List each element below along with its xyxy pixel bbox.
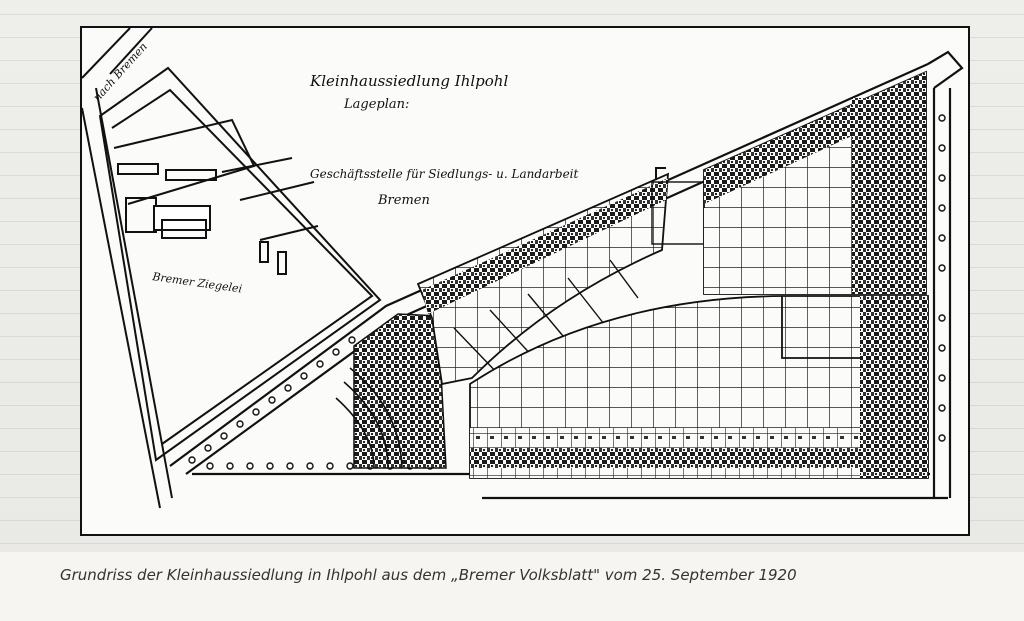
site-plan-drawing: Bremer Ziegelei nach Bremen [82, 28, 964, 509]
plan-title: Kleinhaussiedlung Ihlpohl [309, 72, 508, 90]
office-name: Geschäftsstelle für Siedlungs- u. Landar… [310, 167, 579, 181]
plan-subtitle: Lageplan: [343, 97, 409, 112]
brickworks-label: Bremer Ziegelei [151, 270, 243, 296]
site-plan: Bremer Ziegelei nach Bremen [80, 26, 970, 536]
block-central-fan [416, 172, 670, 386]
office-city: Bremen [377, 193, 430, 208]
small-structure [655, 167, 666, 180]
block-northeast [703, 70, 927, 295]
block-south [469, 295, 929, 479]
figure-caption: Grundriss der Kleinhaussiedlung in Ihlpo… [60, 566, 797, 584]
road-to-bremen [82, 28, 173, 509]
block-west [335, 313, 447, 469]
tree-row-southwest [188, 336, 356, 464]
tree-row-east [938, 114, 946, 442]
street-label: nach Bremen [91, 40, 150, 104]
brickworks-site [98, 66, 382, 462]
